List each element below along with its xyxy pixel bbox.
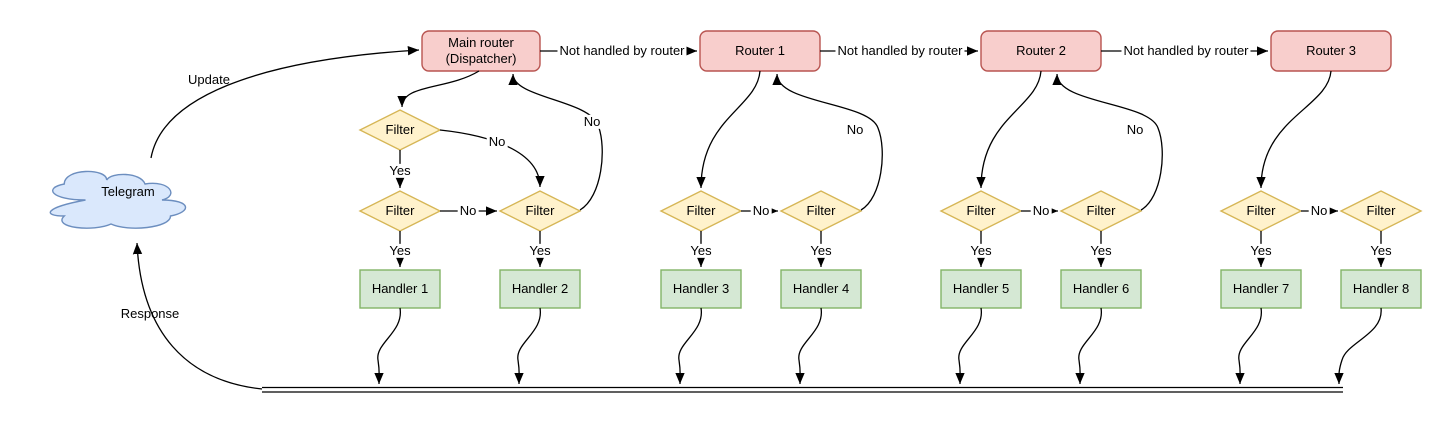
edge-label-no: No [581,113,603,130]
edge-handler-1-to-bus [374,307,401,385]
edge-handler-5-to-bus [955,307,982,385]
edge-label-yes: Yes [1088,242,1114,259]
edge-label-yes: Yes [688,242,714,259]
edge-label-no: No [1308,202,1330,219]
handler-4-label: Handler 4 [792,280,850,296]
filter-label: Filter [806,202,836,218]
edge-handler-6-to-bus [1075,307,1102,385]
handler-3-label: Handler 3 [672,280,730,296]
edge-response [132,242,263,390]
edge-top-filter-no [439,129,545,188]
handler-7-node [1220,269,1302,309]
filter-label: Filter [1086,202,1116,218]
handler-3-node [660,269,742,309]
handler-4-node [780,269,862,309]
handler-7-label: Handler 7 [1232,280,1290,296]
filter-diamond-g1-right [498,190,582,232]
handler-8-node [1340,269,1422,309]
edge-g1-return-no [508,73,603,211]
edge-g3-return-no [1052,73,1163,211]
telegram-label: Telegram [101,183,155,199]
edge-g2-return-no [772,73,883,211]
filter-label: Filter [1246,202,1276,218]
dispatcher-label: Main router (Dispatcher) [445,34,517,66]
edge-label-yes: Yes [387,162,413,179]
router-2-label: Router 2 [1016,42,1066,58]
router-1-label: Router 1 [735,42,785,58]
edge-label-yes: Yes [808,242,834,259]
handler-6-label: Handler 6 [1072,280,1130,296]
edge-handler-3-to-bus [675,307,702,385]
edge-handler-4-to-bus [795,307,822,385]
edge-label-not-handled-3: Not handled by router [1121,42,1251,59]
edge-label-yes: Yes [527,242,553,259]
edge-dispatcher-to-top-filter [397,70,480,108]
router-3-label: Router 3 [1306,42,1356,58]
edge-label-update: Update [188,71,230,87]
filter-diamond-g2-right [779,190,863,232]
edge-label-yes: Yes [1248,242,1274,259]
handler-1-node [359,269,441,309]
edge-router2-to-filter [976,70,1042,189]
filter-label: Filter [686,202,716,218]
edge-label-not-handled-1: Not handled by router [557,42,687,59]
edge-label-no: No [750,202,772,219]
edge-router1-to-filter [696,70,761,189]
filter-label: Filter [385,121,415,137]
handler-5-label: Handler 5 [952,280,1010,296]
edge-handler-8-to-bus [1334,307,1382,385]
edge-label-yes: Yes [1368,242,1394,259]
edge-label-response: Response [120,305,180,321]
filter-label: Filter [1366,202,1396,218]
filter-label: Filter [966,202,996,218]
edge-label-not-handled-2: Not handled by router [835,42,965,59]
edge-label-no: No [486,133,508,150]
filter-diamond-g3-right [1059,190,1143,232]
edge-label-no: No [1124,121,1146,138]
edge-update [150,45,420,159]
handler-1-label: Handler 1 [371,280,429,296]
edge-label-no: No [1030,202,1052,219]
handler-8-label: Handler 8 [1352,280,1410,296]
handler-2-label: Handler 2 [511,280,569,296]
edge-handler-2-to-bus [514,307,541,385]
filter-label: Filter [385,202,415,218]
handler-2-node [499,269,581,309]
edge-label-yes: Yes [387,242,413,259]
handler-6-node [1060,269,1142,309]
edge-handler-7-to-bus [1235,307,1262,385]
edge-router3-to-filter [1256,70,1332,189]
telegram-cloud-shape [49,170,187,229]
edge-label-yes: Yes [968,242,994,259]
edge-label-no: No [844,121,866,138]
edge-label-no: No [457,202,479,219]
filter-label: Filter [525,202,555,218]
filter-diamond-g4-right [1339,190,1423,232]
